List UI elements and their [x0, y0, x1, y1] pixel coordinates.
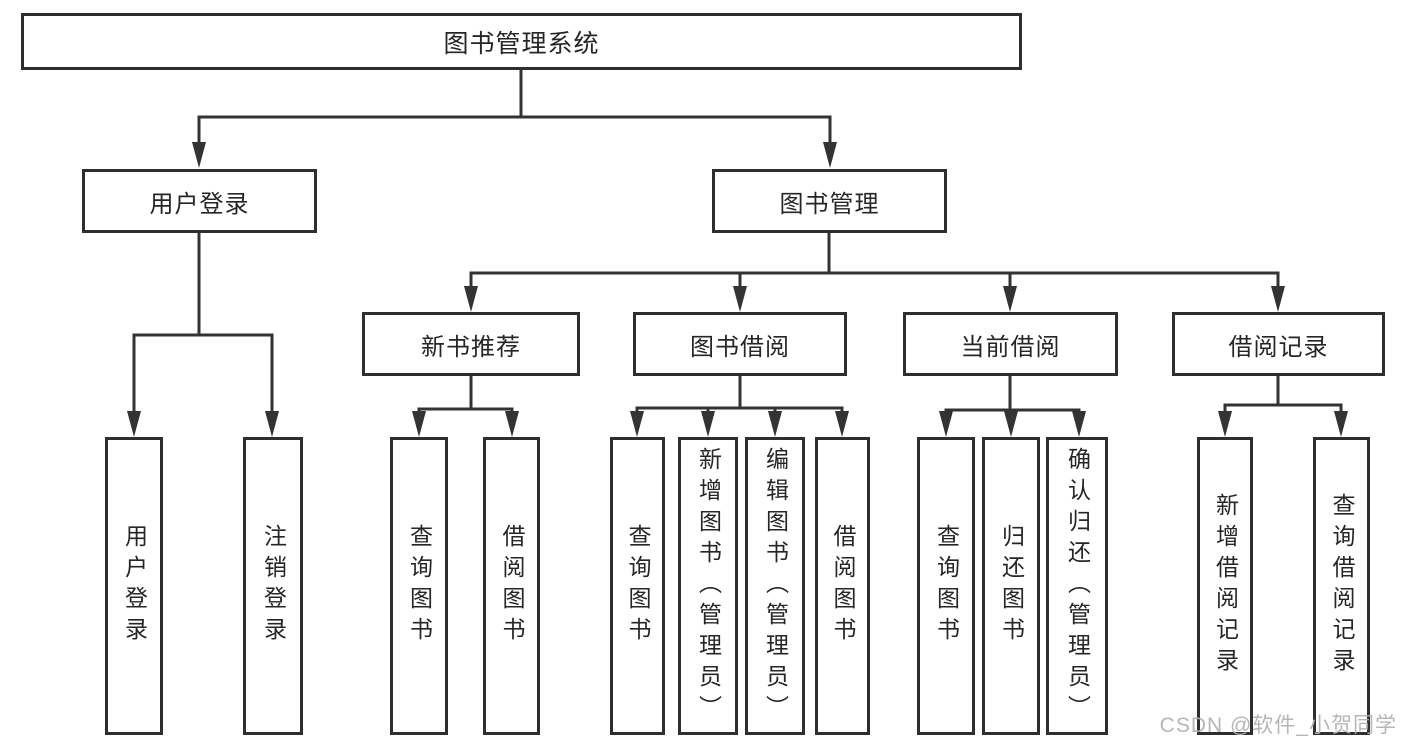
- connector-user-login-branch: [127, 231, 279, 437]
- leaf-user-login: 用户登录: [105, 437, 163, 735]
- leaf-query-books-current: 查询图书: [917, 437, 975, 735]
- connector-new-book-recommend-branch: [412, 374, 519, 437]
- node-current-borrowing: 当前借阅: [903, 312, 1118, 376]
- connector-book-borrowing-branch: [630, 374, 849, 437]
- connector-root-to-level2: [192, 68, 837, 168]
- leaf-confirm-return-admin: 确认归还（管理员）: [1046, 437, 1108, 735]
- connector-book-management-branch: [464, 231, 1285, 312]
- leaf-add-borrow-record: 新增借阅记录: [1197, 437, 1253, 735]
- leaf-query-books-borrowing: 查询图书: [610, 437, 665, 735]
- csdn-watermark: CSDN @软件_小贺同学: [1159, 714, 1397, 737]
- connector-current-borrowing-branch: [939, 374, 1086, 437]
- node-borrowing-records: 借阅记录: [1172, 312, 1385, 376]
- leaf-return-books: 归还图书: [982, 437, 1040, 735]
- leaf-add-books-admin: 新增图书（管理员）: [678, 437, 738, 735]
- node-user-login: 用户登录: [82, 169, 317, 233]
- connector-borrowing-records-branch: [1218, 374, 1348, 437]
- leaf-borrow-books-recommend: 借阅图书: [483, 437, 540, 735]
- node-book-management: 图书管理: [712, 169, 947, 233]
- leaf-logout: 注销登录: [243, 437, 303, 735]
- node-new-book-recommend: 新书推荐: [362, 312, 580, 376]
- leaf-query-borrow-record: 查询借阅记录: [1313, 437, 1370, 735]
- leaf-borrow-books-borrowing: 借阅图书: [815, 437, 870, 735]
- leaf-query-books-recommend: 查询图书: [390, 437, 448, 735]
- node-book-borrowing: 图书借阅: [633, 312, 847, 376]
- node-library-management-system: 图书管理系统: [21, 13, 1022, 70]
- leaf-edit-books-admin: 编辑图书（管理员）: [745, 437, 805, 735]
